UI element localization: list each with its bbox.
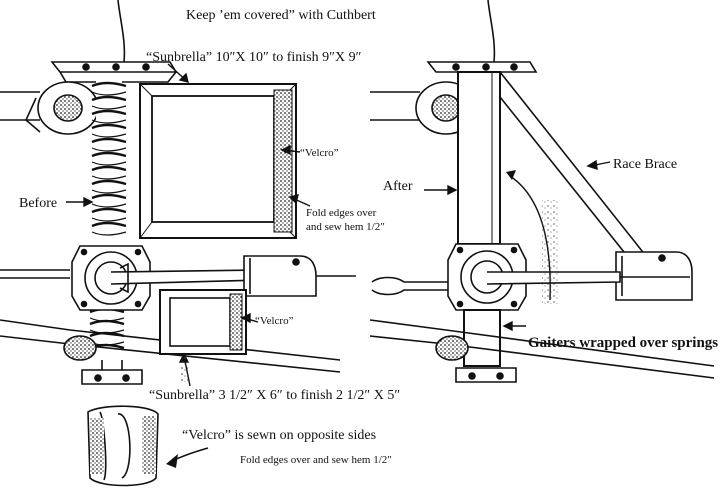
upper-gaiter [457,71,501,245]
race-brace-label: Race Brace [613,157,678,172]
small-cover-velcro: “Velcro” [255,315,294,327]
rolled-gaiter-sketch [87,405,159,487]
large-cover-spec: “Sunbrella” 10″X 10″ to finish 9″X 9″ [146,50,362,65]
page-title: Keep ’em covered” with Cuthbert [186,8,376,23]
velcro-arrow-head [166,454,178,468]
callout-arrows-right [424,159,611,332]
large-cover-fold-2: and sew hem 1/2″ [306,221,385,233]
wrap-arrow-head [506,170,516,180]
spray-marks-right [542,200,558,304]
small-cover-panel [159,289,247,355]
gaiters-label: Gaiters wrapped over springs [528,335,719,351]
before-label: Before [19,196,58,211]
small-cover-spec: “Sunbrella” 3 1/2″ X 6″ to finish 2 1/2″… [149,388,401,403]
before-assembly [0,0,356,385]
after-label: After [383,179,413,194]
large-cover-fold-1: Fold edges over [306,207,377,219]
large-cover-velcro: “Velcro” [300,147,339,159]
fold-note: Fold edges over and sew hem 1/2″ [240,454,392,466]
after-assembly [369,0,715,383]
spray-marks-left [180,356,188,382]
velcro-note: “Velcro” is sewn on opposite sides [182,428,377,443]
lower-gaiter [463,309,501,367]
coil-spring [91,80,127,250]
large-cover-panel [139,83,297,239]
